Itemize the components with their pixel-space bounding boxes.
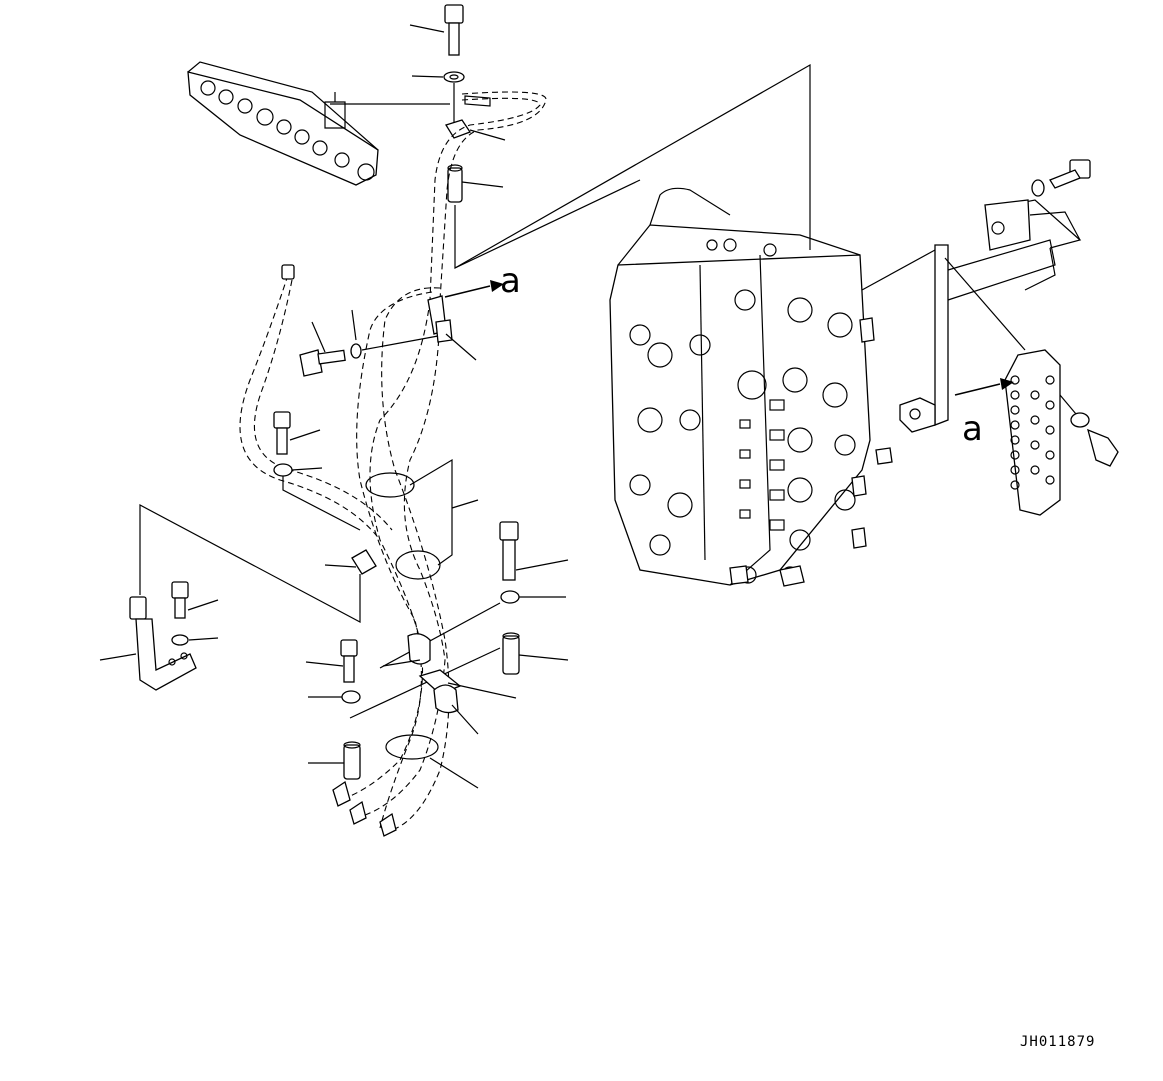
bolt-left-upper (273, 411, 361, 531)
right-bracket-assembly (861, 159, 1091, 433)
arrow-right-icon (954, 378, 1014, 396)
distributor-block-top-left (187, 61, 379, 186)
drawing-code: JH011879 (1020, 1034, 1096, 1050)
arrow-right-icon (444, 280, 504, 298)
bolt-group-lower (305, 639, 361, 780)
hose-bundle (239, 264, 453, 837)
bolt-washer-mid (299, 309, 477, 377)
clamp-group (139, 458, 479, 623)
distributor-block-right (1004, 349, 1119, 516)
clamp-group-lower (382, 633, 517, 789)
main-control-valve (609, 187, 893, 587)
bolt-group-center-right (349, 521, 569, 719)
top-bolt-group (409, 4, 506, 203)
leader-lines-top (454, 63, 811, 270)
callout-label-a-left: a (500, 261, 521, 301)
bracket-left (99, 581, 219, 691)
callout-label-a-right: a (962, 409, 983, 449)
